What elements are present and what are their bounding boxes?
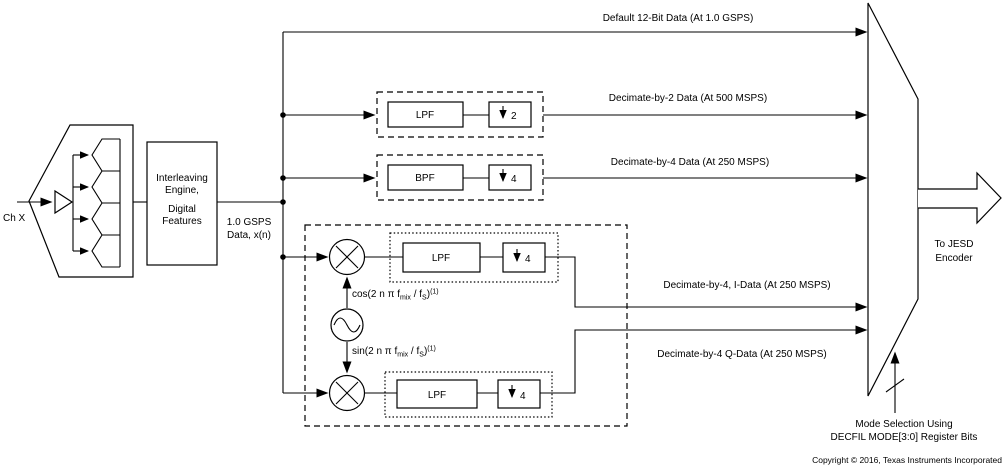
input-channel: Ch X [3,197,53,224]
rate-label-line2: Data, x(n) [227,230,271,241]
q-lpf-label: LPF [428,390,446,401]
decimate-by-4-path: BPF 4 Decimate-by-4 Data (At 250 MSPS) [283,154,868,201]
ddc-block: cos(2 n π fmix / fS)(1) sin(2 n π fmix /… [283,224,868,427]
interleaving-engine-box: Interleaving Engine, Digital Features [146,141,283,266]
adc-icon [28,124,147,278]
interleaving-line1: Interleaving [156,173,208,184]
downsample-2-box [488,101,532,128]
lpf-label: LPF [416,110,434,121]
channel-label: Ch X [3,213,26,224]
interleaving-line2: Engine, [165,185,199,196]
decimate2-label: Decimate-by-2 Data (At 500 MSPS) [609,93,767,104]
downsample-4-box [488,164,532,191]
interleaving-line3: Digital [168,204,196,215]
mode-select-label-line2: DECFIL MODE[3:0] Register Bits [831,432,978,443]
sine-wave-icon [333,317,361,333]
rate-label-line1: 1.0 GSPS [227,217,272,228]
i-chain-dotted-box [389,232,559,283]
i-downsample-4-box [502,242,546,273]
nco-icon [330,308,364,342]
q-lpf-box [396,379,478,409]
output-mux: To JESD Encoder Mode Selection Using DEC… [831,2,1002,443]
i-downsample-factor: 4 [525,254,531,265]
output-label-line1: To JESD [935,239,974,250]
signal-trunk: 1.0 GSPS Data, x(n) [227,32,286,393]
bus-slash-icon [885,378,905,393]
q-data-label: Decimate-by-4 Q-Data (At 250 MSPS) [657,349,827,360]
q-data-line [540,325,868,394]
mux-shape [867,2,919,397]
decimate2-dashed-box [376,91,544,138]
i-data-label: Decimate-by-4, I-Data (At 250 MSPS) [663,280,830,291]
interleaving-line4: Features [162,216,201,227]
default-data-label: Default 12-Bit Data (At 1.0 GSPS) [603,13,754,24]
i-data-line [545,256,868,312]
q-downsample-4-box [497,379,541,409]
sin-label: sin(2 n π fmix / fS)(1) [352,346,436,359]
q-chain-dotted-box [384,371,553,418]
copyright-text: Copyright © 2016, Texas Instruments Inco… [812,455,1002,465]
downsample-2-factor: 2 [511,111,517,122]
adc-outline [28,124,134,278]
q-downsample-factor: 4 [520,391,526,402]
default-data-path: Default 12-Bit Data (At 1.0 GSPS) [283,13,868,37]
decimate4-dashed-box [376,154,544,201]
i-lpf-label: LPF [432,253,450,264]
cos-label: cos(2 n π fmix / fS)(1) [352,289,439,302]
mixer-i-icon [328,238,366,276]
ddc-dashed-box [304,224,628,427]
output-label-line2: Encoder [935,253,973,264]
downsample-4-factor: 4 [511,174,517,185]
output-block-arrow-icon [918,171,1002,225]
decimate4-label: Decimate-by-4 Data (At 250 MSPS) [611,157,769,168]
mixer-q-icon [328,374,366,412]
buffer-triangle-icon [54,189,74,215]
mode-select-label-line1: Mode Selection Using [855,419,952,430]
junction-dot [280,199,286,205]
decimate-by-2-path: LPF 2 Decimate-by-2 Data (At 500 MSPS) [283,91,868,138]
bpf-label: BPF [415,173,434,184]
